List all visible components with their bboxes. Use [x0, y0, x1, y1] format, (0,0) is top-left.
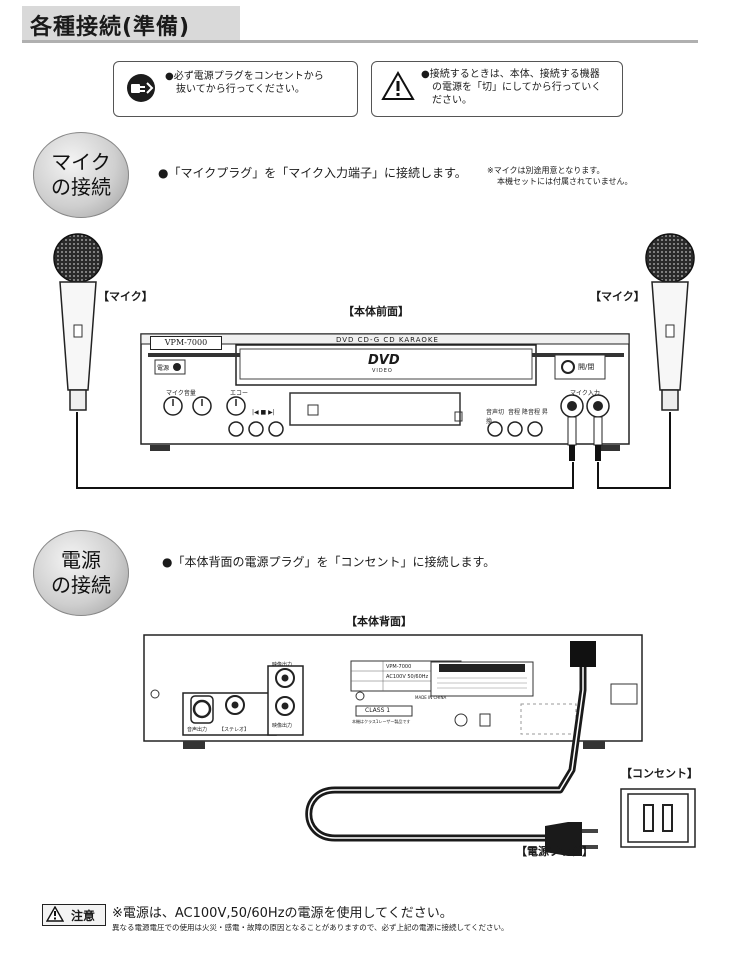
- warning-notice-line2: の電源を「切」にしてから行っていく: [432, 82, 602, 93]
- class1-label: CLASS 1: [365, 707, 391, 714]
- spec-model: VPM-7000: [386, 664, 412, 670]
- footer-main-text: ※電源は、AC100V,50/60Hzの電源を使用してください。: [112, 906, 453, 921]
- model-badge: VPM-7000: [150, 336, 222, 350]
- key-label-3: 音程 昇: [528, 409, 548, 416]
- page-title: 各種接続(準備): [30, 15, 191, 40]
- microphone-left-icon: [53, 233, 103, 411]
- footer-sub-text: 異なる電源電圧での使用は火災・感電・故障の原因となることがありますので、必ず上記…: [112, 923, 509, 932]
- mic-section-bubble: [33, 132, 129, 218]
- plug-notice-text: ●必ず電源プラグをコンセントから 抜いてから行ってください。: [165, 70, 350, 96]
- warning-notice: [371, 61, 623, 117]
- made-in: MADE IN CHINA: [415, 695, 447, 700]
- warning-triangle-icon: [46, 906, 64, 922]
- header-tab: [22, 6, 240, 40]
- caution-badge-text: 注意: [71, 909, 96, 923]
- label-rear: 【本体背面】: [346, 615, 412, 628]
- mic-section-bubble-text: マイク の接続: [33, 150, 129, 200]
- spec-power: AC100V 50/60Hz: [386, 674, 429, 680]
- mic-note-line1: ※マイクは別途用意となります。: [487, 166, 605, 175]
- warning-notice-line1: ●接続するときは、本体、接続する機器: [421, 69, 600, 80]
- power-bubble-line2: の接続: [51, 573, 111, 597]
- power-section-bubble-text: 電源 の接続: [33, 548, 129, 598]
- front-panel: VPM-7000 DVD CD-G CD KARAOKE DVD VIDEO 電…: [140, 333, 630, 463]
- wall-outlet-icon: [620, 788, 696, 848]
- plug-notice-line2: 抜いてから行ってください。: [176, 84, 305, 95]
- front-panel-drawing: [140, 333, 630, 461]
- label-plug: 【電源プラグ】: [516, 845, 593, 858]
- label-front: 【本体前面】: [343, 305, 409, 318]
- mic-volume-label: マイク音量: [166, 390, 196, 397]
- power-instruction: ●「本体背面の電源プラグ」を「コンセント」に接続します。: [162, 555, 496, 569]
- plug-unplug-icon: [127, 74, 155, 102]
- mic-bubble-line2: の接続: [51, 175, 111, 199]
- open-close-button[interactable]: 開/閉: [578, 363, 595, 371]
- audio-out-label: 音声出力: [187, 727, 208, 733]
- label-mic-right: 【マイク】: [590, 290, 645, 303]
- header-rule: [22, 40, 698, 43]
- disc-format-text: DVD CD-G CD KARAOKE: [336, 336, 439, 344]
- power-bubble-line1: 電源: [61, 548, 101, 572]
- microphone-right-icon: [645, 233, 695, 411]
- mic-cables: [76, 412, 671, 489]
- warning-notice-line3: ださい。: [432, 95, 472, 106]
- mic-note-line2: 本機セットには付属されていません。: [497, 177, 633, 186]
- video-out-top-label: 映像出力: [272, 662, 293, 668]
- key-label-2: 音程 降: [508, 409, 528, 416]
- mic-note: ※マイクは別途用意となります。 本機セットには付属されていません。: [487, 165, 687, 187]
- nav-buttons[interactable]: |◀ ■ ▶|: [252, 409, 275, 416]
- power-button[interactable]: 電源: [157, 365, 170, 372]
- echo-label: エコー: [230, 390, 249, 397]
- plug-notice-line1: ●必ず電源プラグをコンセントから: [165, 71, 324, 82]
- rear-panel-drawing: [143, 634, 643, 749]
- label-outlet: 【コンセント】: [621, 767, 698, 780]
- laser-note: 本機はクラス1レーザー製品です: [352, 719, 411, 724]
- video-out-bottom-label: 映像出力: [272, 723, 293, 729]
- mic-bubble-line1: マイク: [51, 150, 111, 174]
- dvd-logo: DVD: [368, 353, 400, 368]
- dvd-video-text: VIDEO: [372, 368, 393, 374]
- mic-instruction: ●「マイクプラグ」を「マイク入力端子」に接続します。: [158, 166, 467, 180]
- label-mic-left: 【マイク】: [98, 290, 153, 303]
- mic-jack-label: マイク入力: [570, 390, 600, 397]
- rear-panel: 映像出力 映像出力 音声出力 【ステレオ】 VPM-7000 AC100V 50…: [143, 634, 643, 752]
- key-label-1: 音声切換: [486, 409, 505, 425]
- power-section-bubble: [33, 530, 129, 616]
- stereo-label: 【ステレオ】: [219, 727, 250, 733]
- warning-notice-text: ●接続するときは、本体、接続する機器 の電源を「切」にしてから行っていく ださい…: [421, 68, 619, 107]
- warning-triangle-icon: [381, 71, 415, 100]
